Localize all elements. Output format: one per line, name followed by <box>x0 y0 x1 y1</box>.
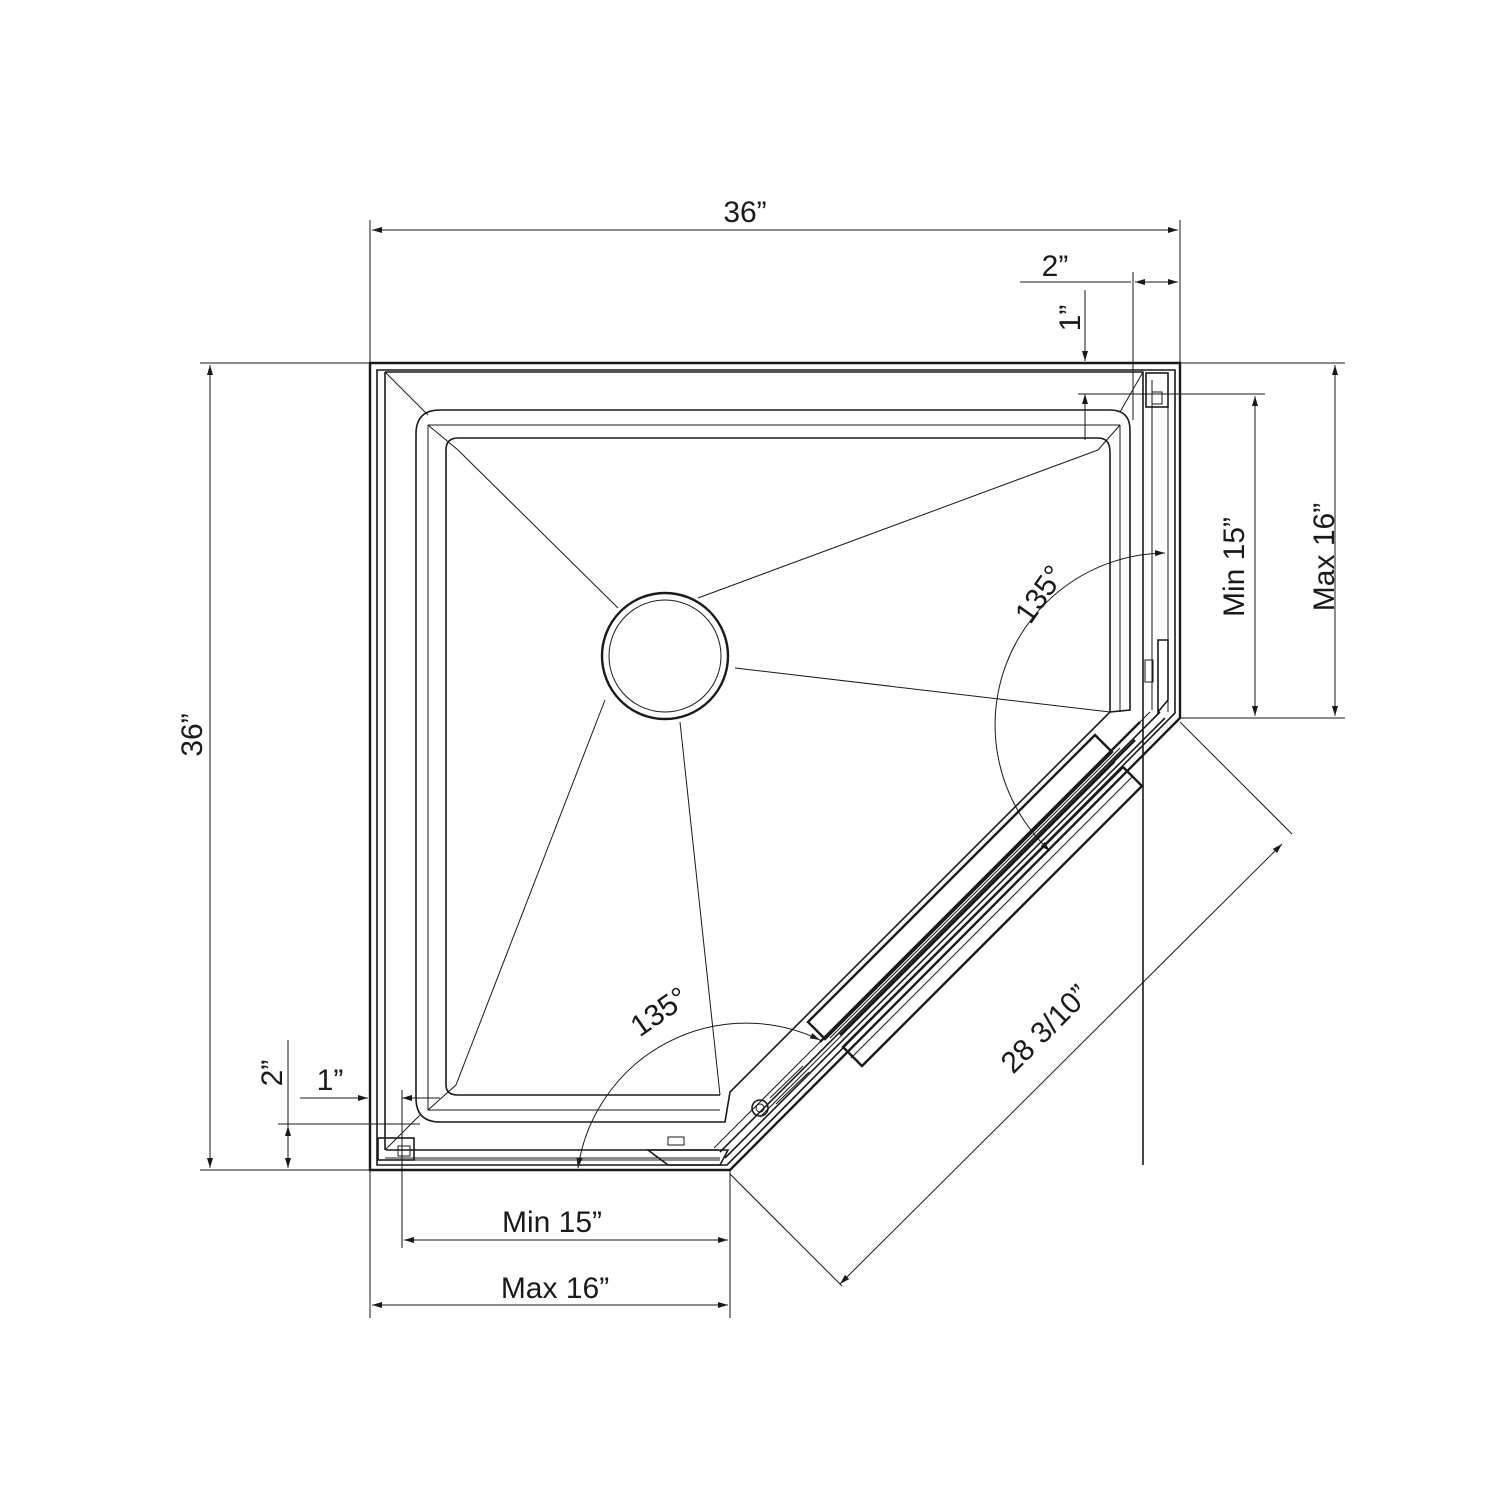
dim-top-return: 2” <box>1020 250 1178 420</box>
dim-bottom-min-label: Min 15” <box>502 1206 602 1239</box>
dim-bottom-max: Max 16” <box>369 1170 728 1318</box>
dim-left-height: 36” <box>176 362 370 1171</box>
dim-top-width: 36” <box>369 196 1181 363</box>
dim-top-offset: 1” <box>1054 290 1265 440</box>
inner-basin <box>415 409 1131 1123</box>
dim-right-max: Max 16” <box>1180 362 1345 719</box>
dim-right-max-label: Max 16” <box>1308 503 1341 611</box>
angle-upper-label: 135° <box>1009 560 1072 630</box>
dim-bottom-min: Min 15” <box>404 1170 731 1318</box>
drain-slope-lines <box>455 449 1111 1096</box>
dim-top-offset-label: 1” <box>1054 305 1087 332</box>
dim-top-width-label: 36” <box>723 196 766 229</box>
angle-lower-label: 135° <box>625 981 695 1044</box>
dim-left-height-label: 36” <box>176 713 209 756</box>
dim-bottom-max-label: Max 16” <box>501 1272 609 1305</box>
angle-lower: 135° <box>576 981 821 1169</box>
dim-diagonal-label: 28 3/10” <box>995 979 1096 1080</box>
base-outline <box>368 361 1182 1172</box>
dim-right-min: Min 15” <box>1180 396 1265 719</box>
dim-top-return-label: 2” <box>1042 250 1069 283</box>
dim-left-return-label: 2” <box>256 1060 289 1087</box>
dim-left-offset: 1” <box>300 1064 440 1248</box>
dim-left-offset-label: 1” <box>317 1064 344 1097</box>
drain <box>600 591 730 721</box>
dim-left-return: 2” <box>256 1040 420 1168</box>
dim-diagonal: 28 3/10” <box>729 721 1293 1287</box>
dim-right-min-label: Min 15” <box>1218 517 1251 617</box>
